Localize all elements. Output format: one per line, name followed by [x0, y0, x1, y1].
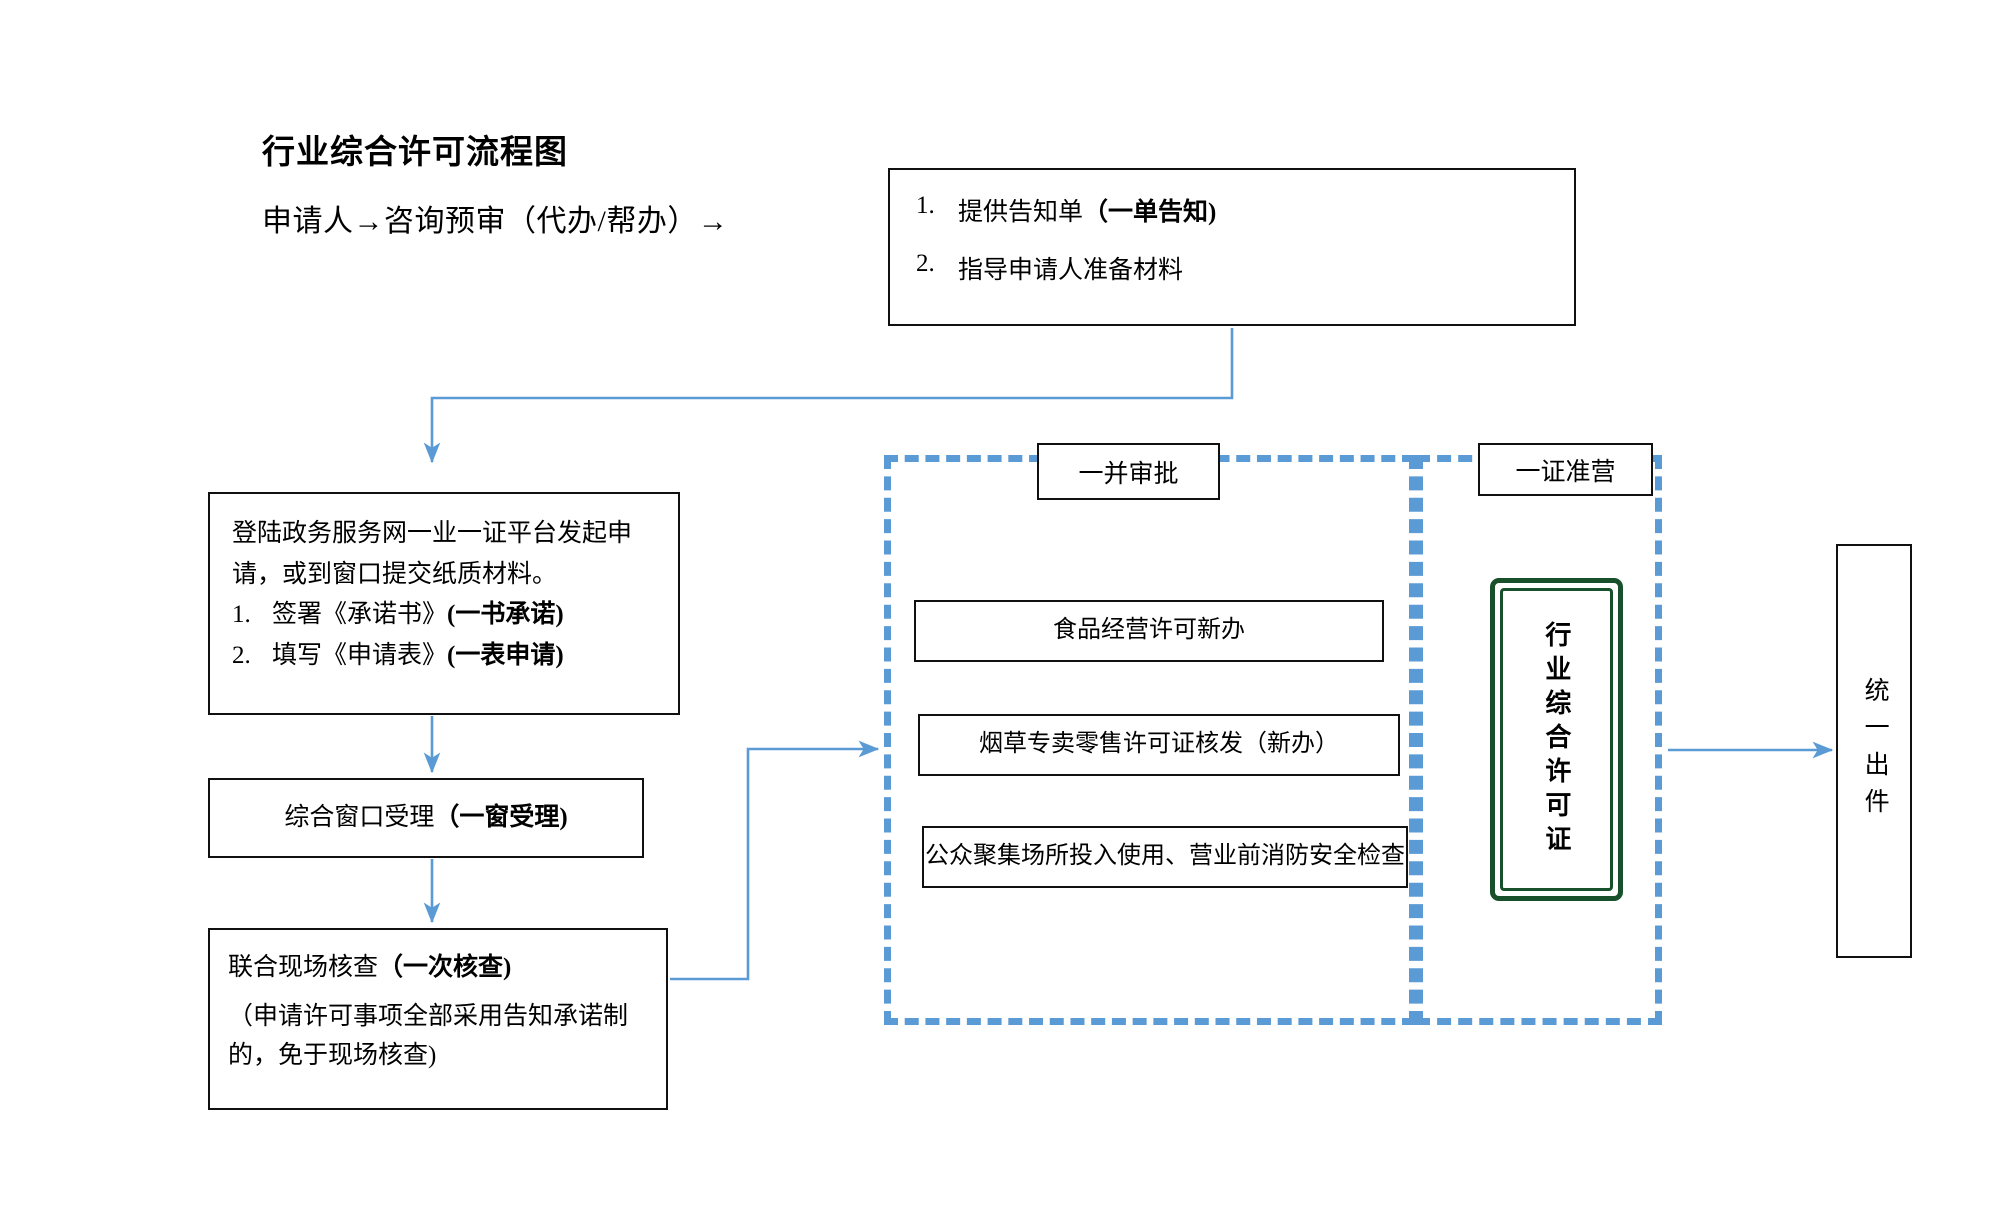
permit-box-food: 食品经营许可新办	[914, 600, 1384, 662]
permit-tobacco-label: 烟草专卖零售许可证核发（新办）	[979, 731, 1339, 758]
apply-paragraph: 登陆政务服务网一业一证平台发起申请，或到窗口提交纸质材料。	[232, 520, 633, 588]
apply-item-1: 1. 签署《承诺书》(一书承诺)	[232, 595, 664, 636]
notice-item-2: 2. 指导申请人准备材料	[916, 250, 1564, 286]
apply-item-2-label: 填写《申请表》(一表申请)	[272, 641, 564, 669]
notice-item-2-number: 2.	[916, 250, 935, 277]
certificate-inner-frame: 行业综合许可证	[1500, 588, 1613, 891]
apply-box: 登陆政务服务网一业一证平台发起申请，或到窗口提交纸质材料。 1. 签署《承诺书》…	[208, 492, 680, 715]
permit-fire-safety-label: 公众聚集场所投入使用、营业前消防安全检查	[925, 843, 1405, 870]
connector-onsite-to-approval	[670, 740, 880, 981]
notice-item-1: 1. 提供告知单（一单告知)	[916, 192, 1564, 228]
unified-output-box: 统一出件	[1836, 544, 1912, 958]
page-subtitle: 申请人→咨询预审（代办/帮办）→	[262, 205, 729, 238]
page-title: 行业综合许可流程图	[262, 133, 568, 170]
industry-license-certificate: 行业综合许可证	[1490, 578, 1623, 901]
connector-notice-to-apply	[423, 328, 1234, 464]
zone-tag-joint-approval-label: 一并审批	[1078, 460, 1179, 488]
onsite-inspection-note: （申请许可事项全部采用告知承诺制的，免于现场核查)	[228, 1003, 629, 1069]
permit-food-label: 食品经营许可新办	[1053, 617, 1245, 644]
window-acceptance-box: 综合窗口受理（一窗受理)	[208, 778, 644, 858]
apply-item-1-number: 1.	[232, 601, 251, 628]
apply-item-2-number: 2.	[232, 641, 251, 669]
notice-item-1-number: 1.	[916, 192, 935, 219]
apply-item-1-emphasis: (一书承诺)	[447, 601, 564, 628]
apply-item-1-label: 签署《承诺书》(一书承诺)	[272, 601, 564, 628]
notice-item-1-label: 提供告知单（一单告知)	[958, 199, 1217, 226]
onsite-inspection-emphasis: （一次核查)	[378, 954, 512, 981]
zone-tag-joint-approval: 一并审批	[1037, 443, 1220, 500]
notice-item-2-label: 指导申请人准备材料	[958, 257, 1184, 284]
window-acceptance-label: 综合窗口受理（一窗受理)	[284, 803, 568, 831]
consultation-notice-box: 1. 提供告知单（一单告知) 2. 指导申请人准备材料	[888, 168, 1576, 326]
zone-tag-single-license-label: 一证准营	[1515, 458, 1616, 486]
permit-box-tobacco: 烟草专卖零售许可证核发（新办）	[918, 714, 1400, 776]
certificate-label: 行业综合许可证	[1541, 620, 1572, 859]
permit-box-fire-safety: 公众聚集场所投入使用、营业前消防安全检查	[922, 826, 1408, 888]
onsite-inspection-box: 联合现场核查（一次核查) （申请许可事项全部采用告知承诺制的，免于现场核查)	[208, 928, 668, 1110]
unified-output-label: 统一出件	[1861, 677, 1889, 825]
onsite-inspection-label: 联合现场核查（一次核查)	[228, 954, 512, 981]
window-acceptance-emphasis: （一窗受理)	[434, 803, 568, 831]
apply-item-2: 2. 填写《申请表》(一表申请)	[232, 636, 664, 677]
apply-item-2-emphasis: (一表申请)	[447, 641, 564, 669]
zone-tag-single-license: 一证准营	[1478, 443, 1653, 496]
notice-item-1-emphasis: （一单告知)	[1083, 199, 1217, 226]
